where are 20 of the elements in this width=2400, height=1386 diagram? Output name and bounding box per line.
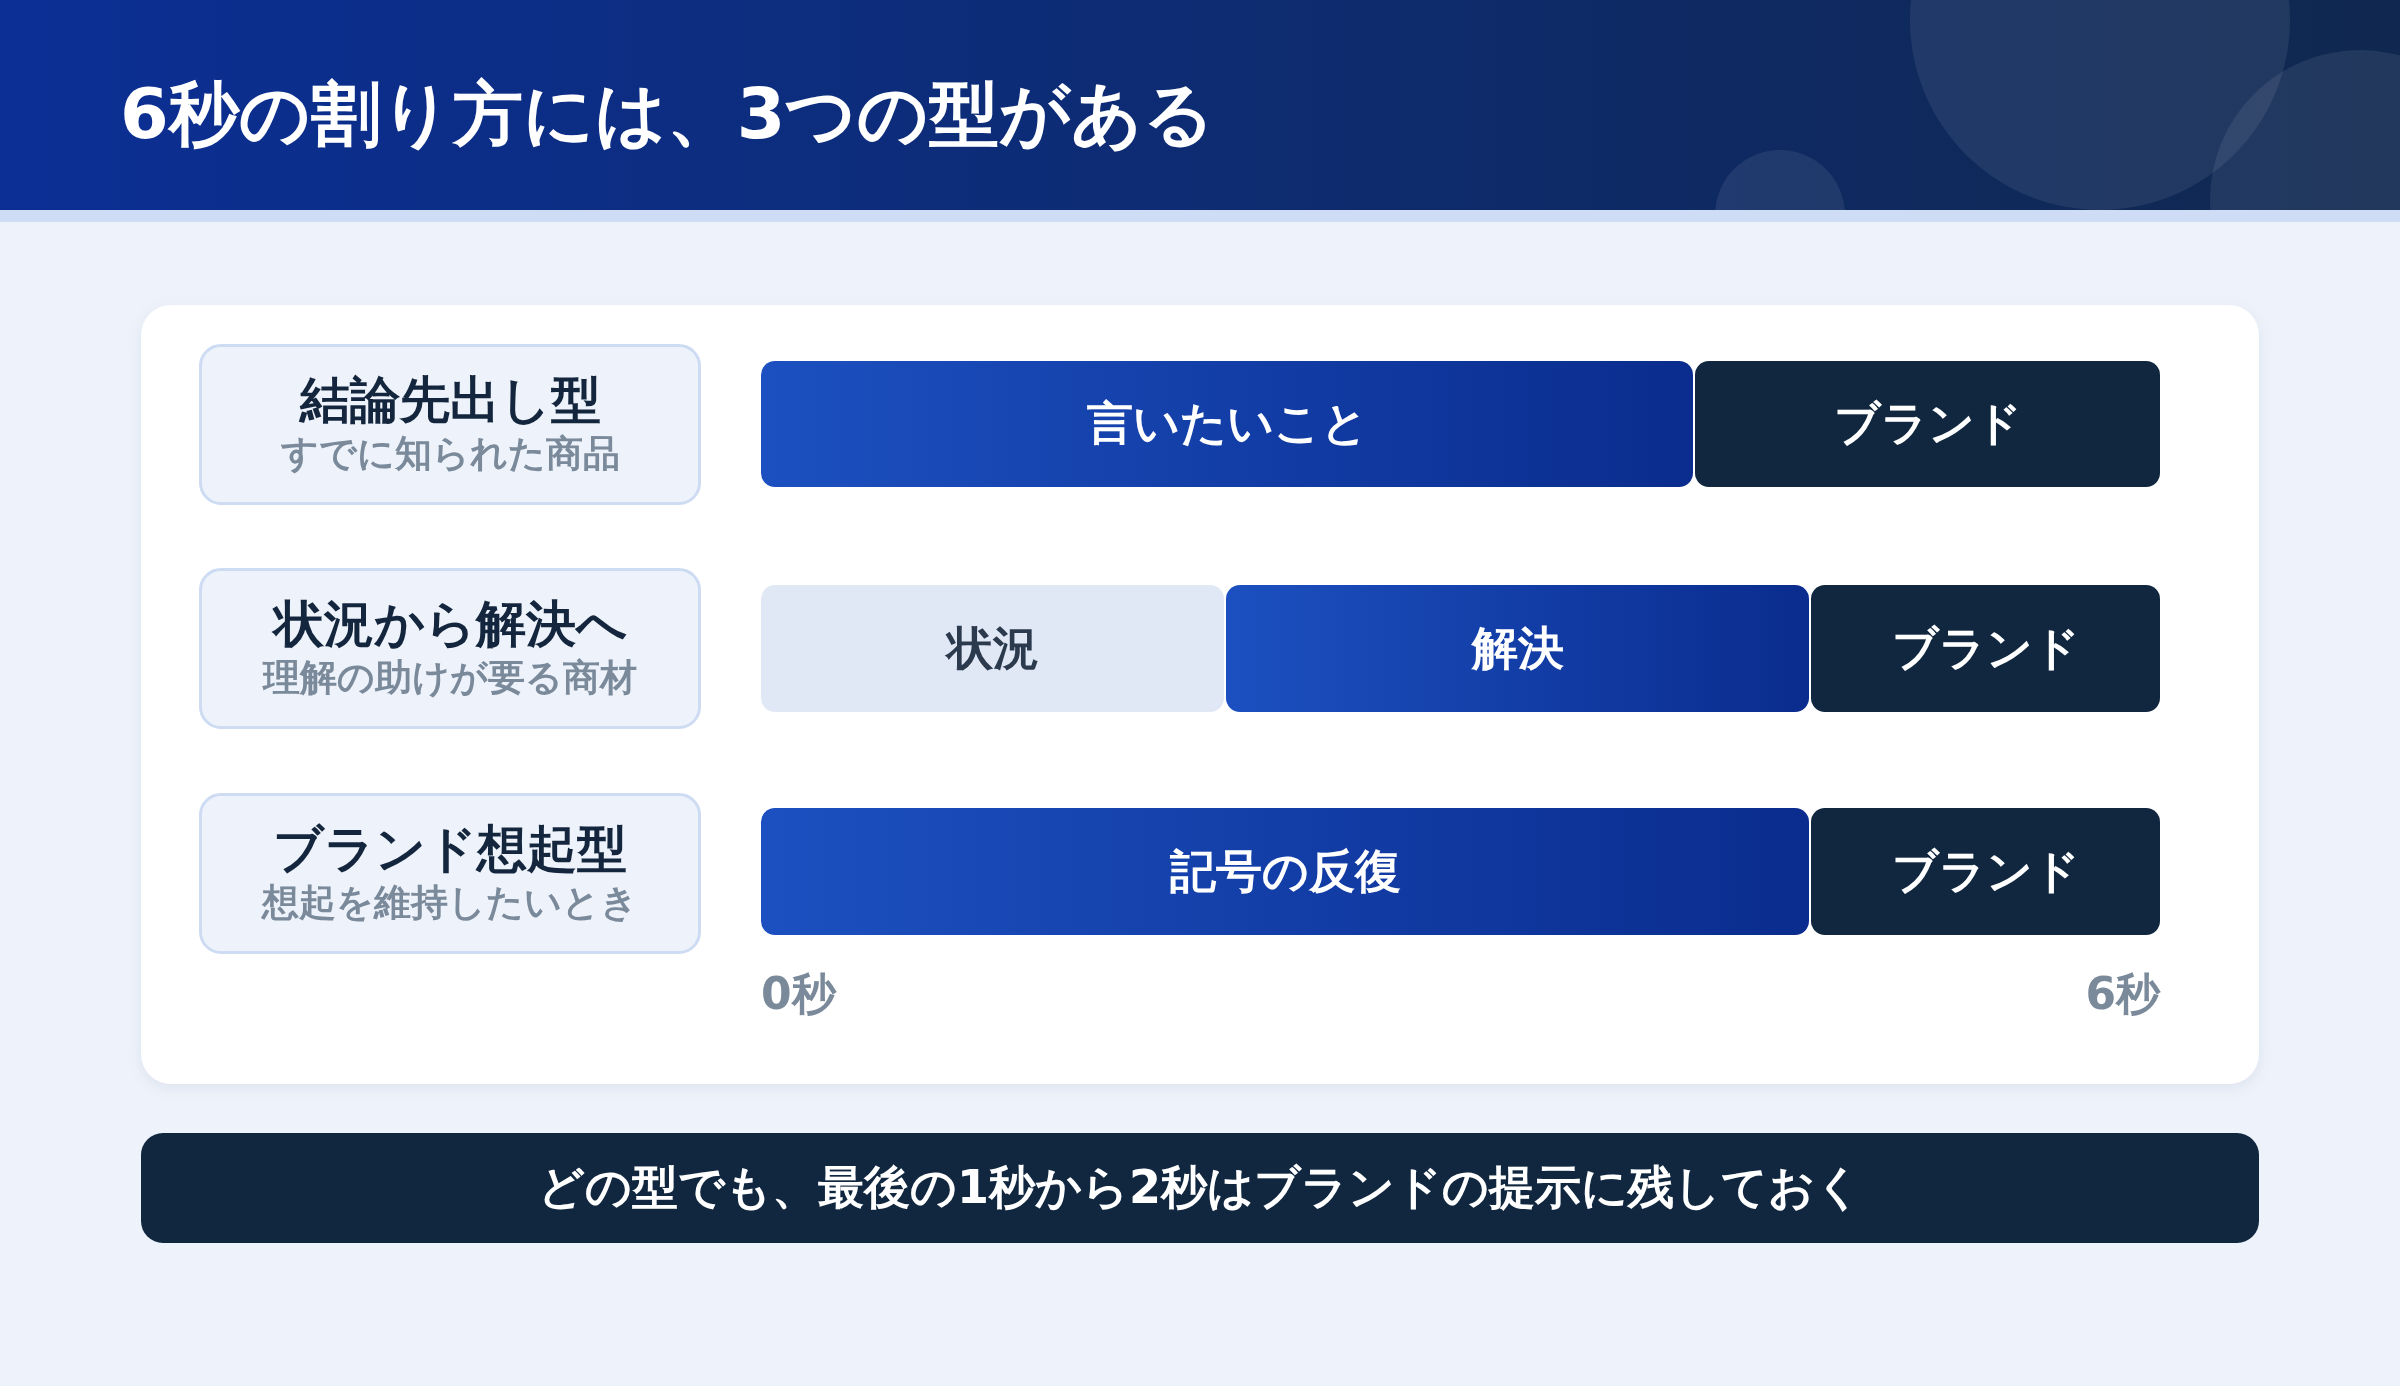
timeline-segment: 記号の反復 [761,808,1809,935]
timeline-segment: ブランド [1811,585,2160,712]
timeline-segment: ブランド [1695,361,2160,487]
timeline-segment: 言いたいこと [761,361,1693,487]
type-description: 想起を維持したいとき [262,880,638,927]
timeline-segment: 状況 [761,585,1224,712]
type-label-box [199,344,701,505]
type-heading: 結論先出し型 [299,370,601,431]
summary-banner: どの型でも、最後の1秒から2秒はブランドの提示に残しておく [141,1133,2259,1243]
type-description: 理解の助けが要る商材 [263,655,637,702]
type-label-box [199,793,701,954]
type-heading: ブランド想起型 [273,819,627,880]
title: 6秒の割り方には、3つの型がある [120,72,1216,157]
timeline-segment: ブランド [1811,808,2160,935]
type-label-box [199,568,701,729]
type-description: すでに知られた商品 [280,431,620,478]
timeline-segment: 解決 [1226,585,1809,712]
axis-label: 0秒 [761,967,836,1021]
axis-label: 6秒 [2084,967,2160,1021]
type-heading: 状況から解決へ [273,594,627,655]
